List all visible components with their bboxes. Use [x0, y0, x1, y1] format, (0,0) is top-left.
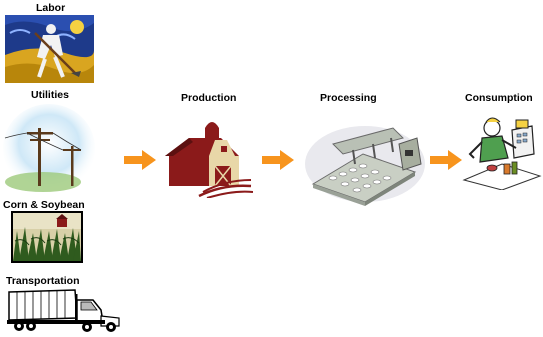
arrow-right-icon: [262, 150, 294, 170]
label-utilities: Utilities: [31, 89, 69, 101]
power-lines-icon: [3, 104, 95, 192]
farmer-hoeing-icon: [5, 15, 94, 83]
label-labor: Labor: [36, 2, 66, 14]
label-consumption: Consumption: [465, 92, 533, 104]
label-production: Production: [181, 92, 237, 104]
cashier-register-icon: [462, 117, 542, 190]
barn-icon: [165, 122, 253, 198]
truck-icon: [7, 289, 120, 332]
label-transportation: Transportation: [6, 275, 80, 287]
label-processing: Processing: [320, 92, 377, 104]
cornfield-icon: [11, 211, 83, 263]
factory-conveyor-icon: [305, 126, 425, 206]
arrow-right-icon: [124, 150, 156, 170]
arrow-right-icon: [430, 150, 462, 170]
label-corn-soybean: Corn & Soybean: [3, 199, 85, 211]
